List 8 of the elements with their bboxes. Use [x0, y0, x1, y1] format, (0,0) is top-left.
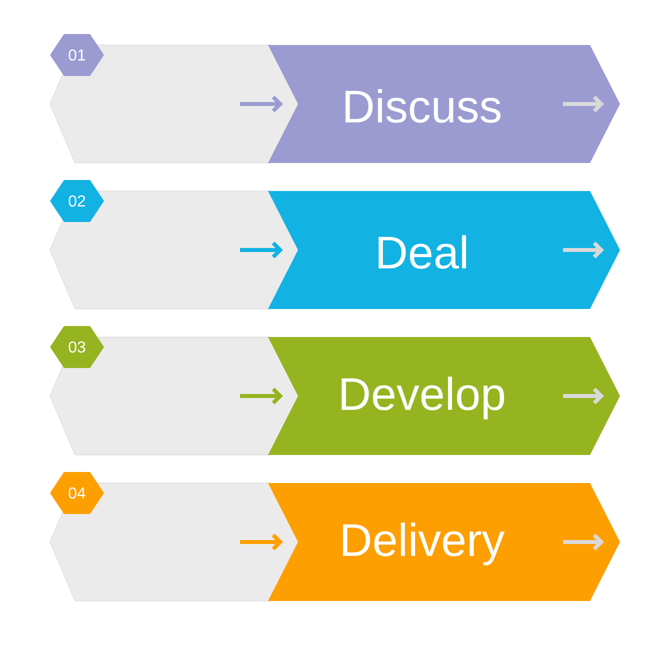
- number-badge: 03: [50, 326, 104, 368]
- step-banner: Develop: [268, 337, 620, 455]
- step-banner: Delivery: [268, 483, 620, 601]
- number-badge: 04: [50, 472, 104, 514]
- step-banner: Discuss: [268, 45, 620, 163]
- number-badge: 01: [50, 34, 104, 76]
- number-badge: 02: [50, 180, 104, 222]
- step-banner: Deal: [268, 191, 620, 309]
